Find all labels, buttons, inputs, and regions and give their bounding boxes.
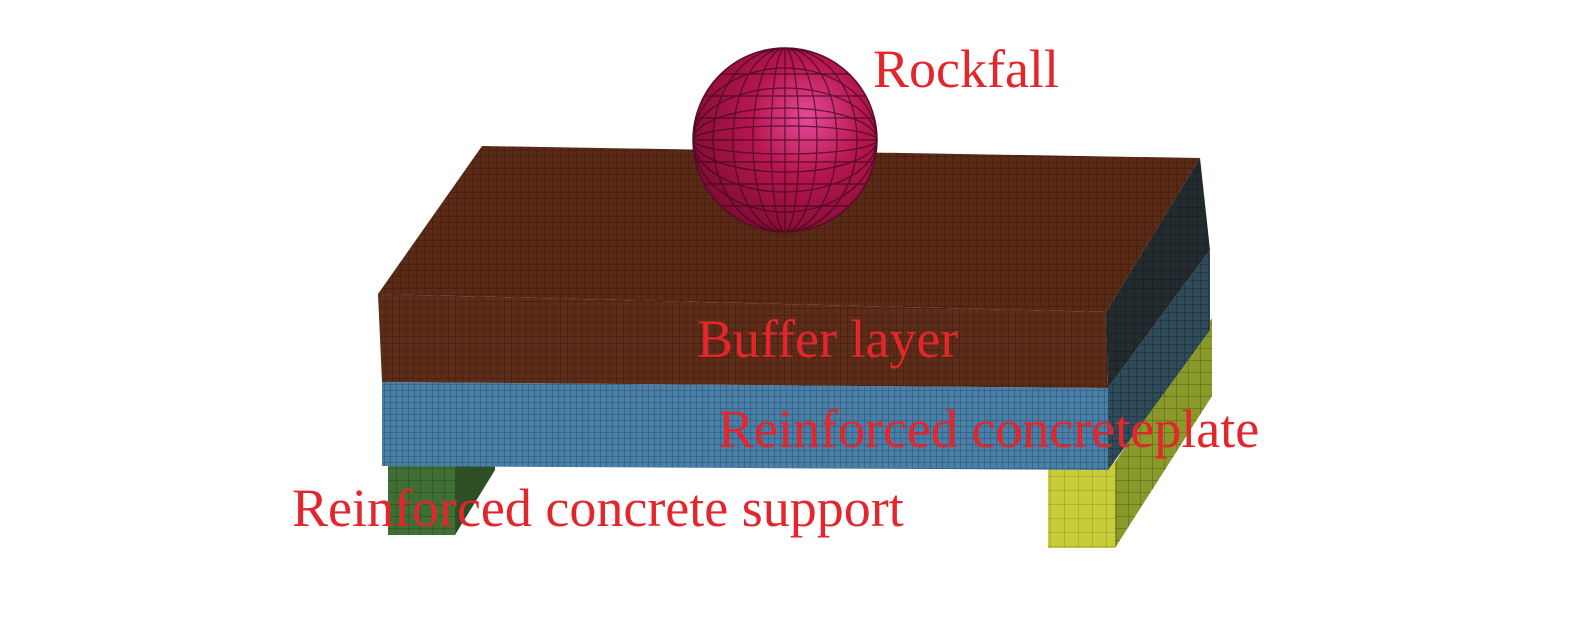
label-rockfall: Rockfall (873, 39, 1059, 99)
support-left (388, 455, 495, 535)
label-concrete-plate: Reinforced concreteplate (718, 399, 1260, 459)
concrete-plate (382, 250, 1210, 470)
support-right (1048, 318, 1212, 548)
rockfall-sphere (692, 47, 878, 233)
label-concrete-support: Reinforced concrete support (292, 478, 904, 538)
label-buffer-layer: Buffer layer (697, 309, 959, 369)
